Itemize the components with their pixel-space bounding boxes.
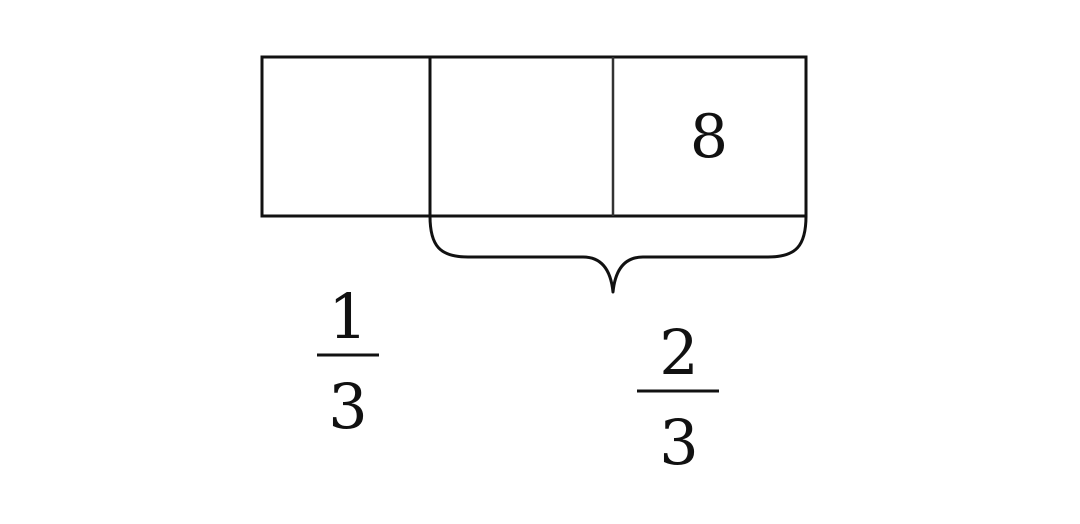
curly-brace	[428, 214, 808, 294]
bar-outline	[260, 55, 808, 218]
fraction-left-denominator: 3	[328, 370, 367, 443]
fraction-right-numerator: 2	[659, 316, 698, 389]
cell-3-value: 8	[690, 102, 728, 172]
fraction-left-numerator: 1	[328, 280, 367, 353]
fraction-right: 2 3	[637, 316, 719, 479]
fraction-right-denominator: 3	[659, 406, 698, 479]
fraction-left: 1 3	[317, 280, 379, 443]
